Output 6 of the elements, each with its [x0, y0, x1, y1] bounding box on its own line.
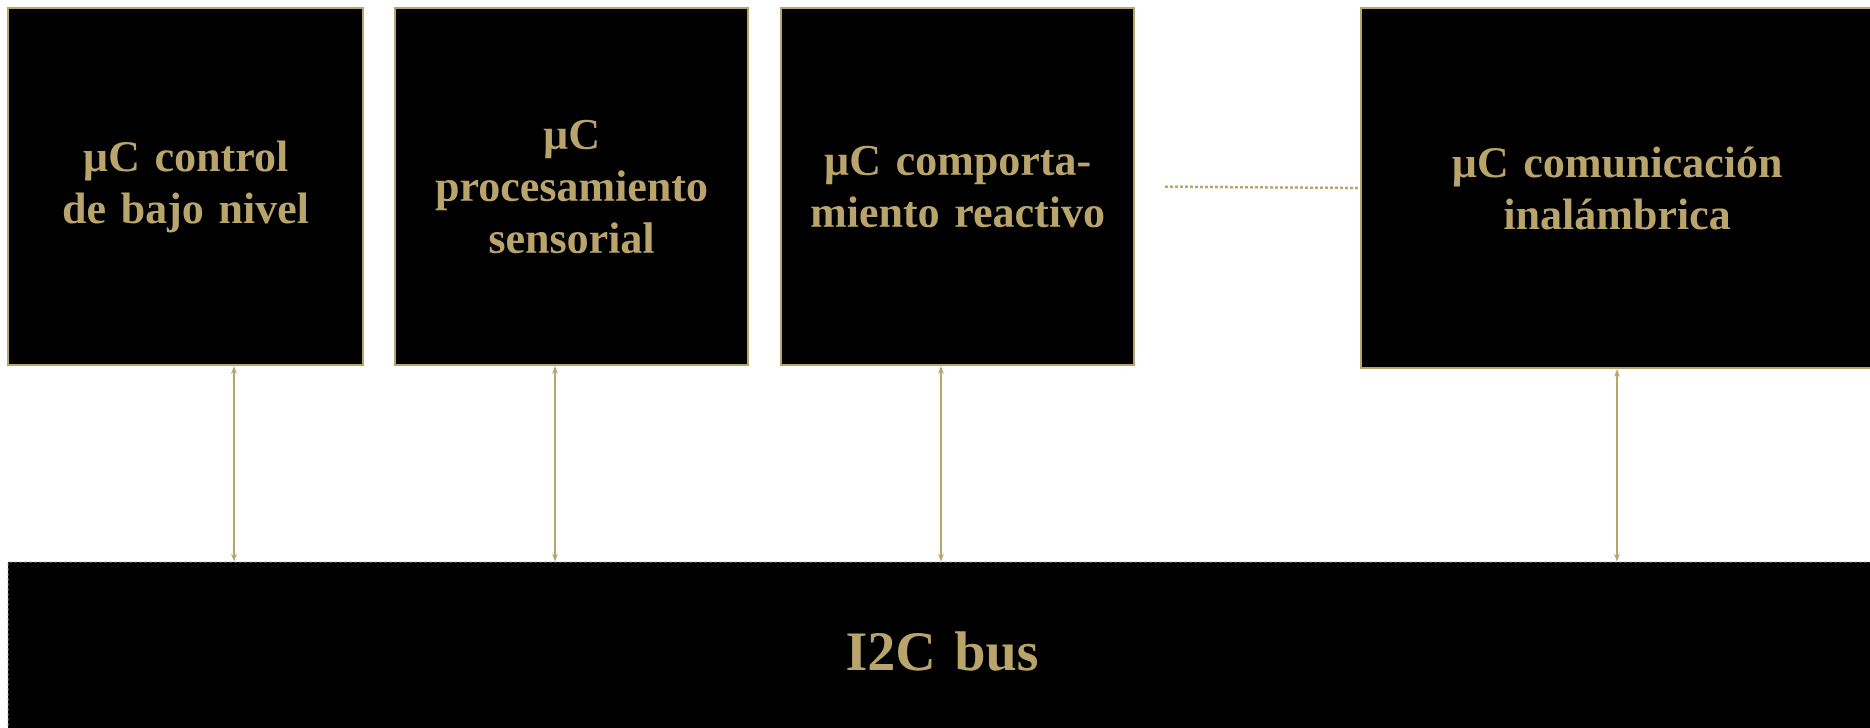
processor-box: µC control de bajo nivel — [7, 7, 364, 366]
bus-bar: I2C bus — [7, 561, 1870, 728]
processor-box: µC comporta- miento reactivo — [780, 7, 1135, 366]
processor-box: µC procesamiento sensorial — [394, 7, 749, 366]
dotted-line — [1165, 185, 1361, 190]
processor-box: µC comunicación inalámbrica — [1360, 7, 1870, 369]
